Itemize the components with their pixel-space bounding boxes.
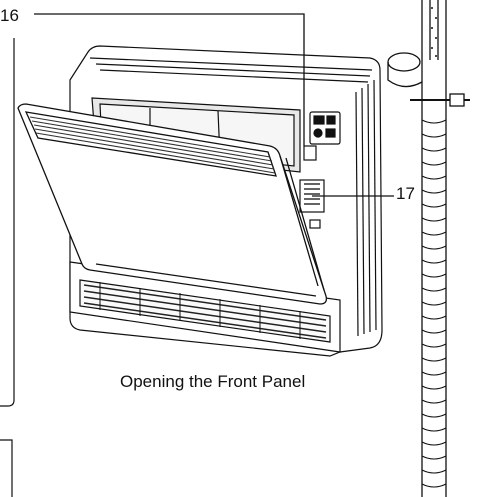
- front-panel-open: [17, 103, 328, 305]
- left-frame-bracket: [0, 38, 15, 497]
- callout-label-16: 16: [0, 6, 19, 25]
- callout-lines: [34, 13, 394, 197]
- base-vent: [69, 261, 341, 353]
- drain-hose: [387, 0, 470, 497]
- figure-caption: Opening the Front Panel: [120, 372, 306, 391]
- callout-label-17: 17: [396, 184, 415, 203]
